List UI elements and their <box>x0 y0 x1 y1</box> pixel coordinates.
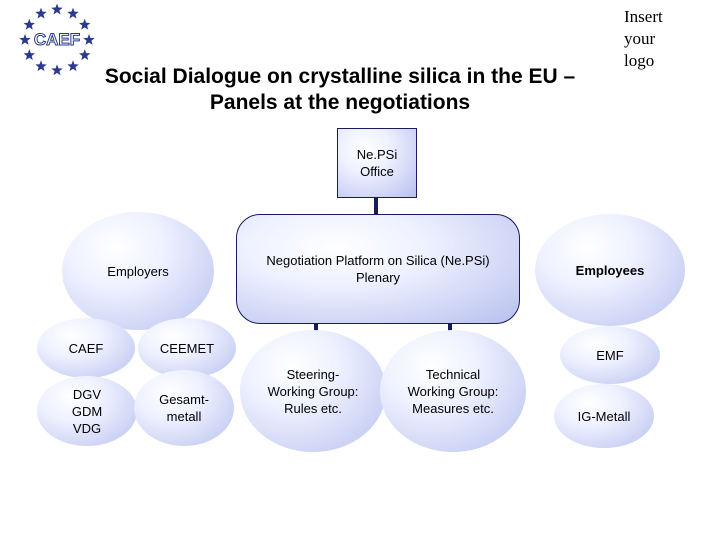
dgv-gdm-vdg-node: DGV GDM VDG <box>37 376 137 446</box>
logo-star-icon <box>79 18 91 30</box>
title-line-1: Social Dialogue on crystalline silica in… <box>104 65 576 88</box>
office-node: Ne.PSi Office <box>337 128 417 198</box>
caef-logo: CAEF <box>14 3 100 78</box>
logo-star-icon <box>23 18 35 30</box>
logo-text: CAEF <box>34 30 80 49</box>
connector-plenary-technical <box>448 323 452 333</box>
emf-node: EMF <box>560 326 660 384</box>
employees-node: Employees <box>535 214 685 326</box>
logo-star-icon <box>35 7 47 19</box>
insert-logo-note: Insert your logo <box>624 6 694 72</box>
slide-title: Social Dialogue on crystalline silica in… <box>60 64 620 116</box>
connector-office-plenary <box>374 197 378 215</box>
connector-plenary-steering <box>314 323 318 333</box>
plenary-node: Negotiation Platform on Silica (Ne.PSi) … <box>236 214 520 324</box>
logo-star-icon <box>79 49 91 61</box>
logo-star-icon <box>51 3 63 15</box>
logo-star-icon <box>51 64 63 76</box>
logo-star-icon <box>19 34 31 45</box>
technical-group-node: Technical Working Group: Measures etc. <box>380 330 526 452</box>
logo-star-icon <box>83 34 95 45</box>
title-line-2: Panels at the negotiations <box>209 91 471 114</box>
logo-star-icon <box>67 60 79 72</box>
ceemet-node: CEEMET <box>138 318 236 378</box>
insert-logo-line-1: Insert <box>624 7 663 26</box>
ig-metall-node: IG-Metall <box>554 384 654 448</box>
insert-logo-line-2: your <box>624 29 656 48</box>
logo-star-icon <box>35 60 47 72</box>
gesamtmetall-node: Gesamt- metall <box>134 370 234 446</box>
logo-star-icon <box>67 7 79 19</box>
caef-node: CAEF <box>37 318 135 378</box>
insert-logo-line-3: logo <box>624 51 655 70</box>
employers-node: Employers <box>62 212 214 330</box>
logo-star-icon <box>23 49 35 61</box>
star-ring-icon: CAEF <box>19 3 95 76</box>
steering-group-node: Steering- Working Group: Rules etc. <box>240 330 386 452</box>
